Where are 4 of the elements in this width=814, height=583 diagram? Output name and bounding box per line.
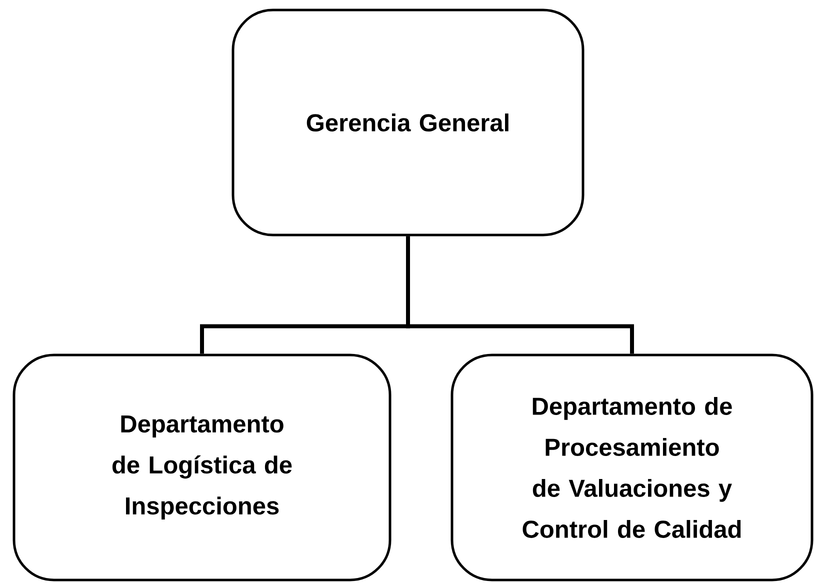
org-box: Gerencia General	[232, 8, 584, 236]
org-box: Departamento de Procesamiento de Valuaciones y Control de Calidad	[450, 354, 814, 582]
org-box: Departamento de Logística de Inspecciones	[12, 354, 392, 582]
connector-line	[406, 236, 634, 354]
